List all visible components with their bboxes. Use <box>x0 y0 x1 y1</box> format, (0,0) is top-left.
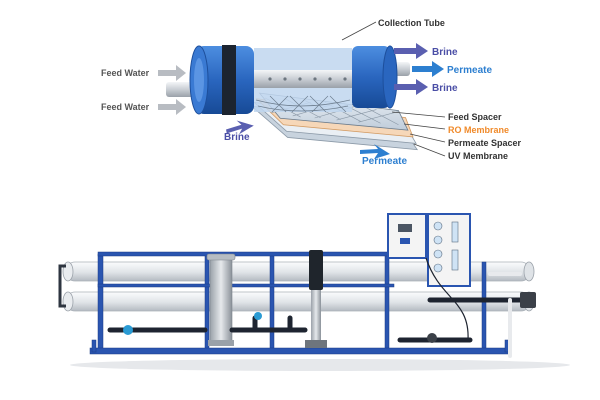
filter-base <box>208 340 234 346</box>
control-cable <box>425 257 469 341</box>
vessel-band <box>222 45 236 115</box>
permeate-label-right: Permeate <box>447 65 492 76</box>
control-panel <box>387 213 471 287</box>
panel-display <box>398 224 412 232</box>
filter-housing <box>209 255 233 345</box>
valve-reject <box>520 292 536 308</box>
valve-pump <box>254 312 262 320</box>
flow-arrows <box>158 43 444 159</box>
brine-label-left: Brine <box>224 132 250 143</box>
brine-arrow-left <box>226 120 254 135</box>
panel-cabinet <box>387 213 427 259</box>
feed-spacer-label: Feed Spacer <box>448 112 502 122</box>
valve-outlet <box>427 333 437 343</box>
vessel-left-connector <box>58 264 66 308</box>
permeate-spacer-label: Permeate Spacer <box>448 138 522 148</box>
brine-label-right: Brine <box>432 83 458 94</box>
vessel-end-cap-inner <box>194 58 204 102</box>
collection-tube-label: Collection Tube <box>378 18 445 28</box>
valve-inlet <box>123 325 133 335</box>
vessel-body-right <box>352 46 390 108</box>
pressure-vessels <box>58 261 535 312</box>
panel-switch <box>400 238 410 244</box>
brine-arrow-right <box>394 79 428 95</box>
brine-arrow-top <box>394 43 428 59</box>
collection-tube-holes <box>268 77 347 81</box>
flowmeter-gauges <box>433 221 459 273</box>
brine-label-top: Brine <box>432 47 458 58</box>
vessel-lower-left-cap <box>62 291 74 312</box>
wrap-mesh <box>255 95 351 113</box>
piping-white <box>488 272 522 358</box>
feed-water-label-1: Feed Water <box>101 68 150 78</box>
feed-arrow-2 <box>158 99 186 115</box>
filter-cap <box>206 253 236 261</box>
feed-water-label-2: Feed Water <box>101 102 150 112</box>
permeate-arrow-right <box>412 61 444 77</box>
permeate-label-bottom: Permeate <box>362 156 407 167</box>
cartridge-filter <box>206 253 236 346</box>
floor-shadow <box>70 359 570 371</box>
valves <box>123 292 536 343</box>
pump-body <box>311 290 321 342</box>
vessel-right-cap <box>382 45 398 109</box>
blue-frame <box>89 251 511 355</box>
leader-lines <box>341 21 446 157</box>
pump-motor <box>309 250 323 290</box>
pump-base <box>305 340 327 348</box>
ro-system-illustration <box>58 213 570 371</box>
permeate-arrow-bottom <box>360 144 390 159</box>
high-pressure-pump <box>305 250 327 348</box>
ro-membrane-label: RO Membrane <box>448 125 509 135</box>
membrane-cutaway: Collection Tube Brine Permeate Brine Fee… <box>101 18 522 167</box>
vessel-upper-right-cap <box>523 261 535 282</box>
collection-tube <box>254 70 352 88</box>
uv-membrane-label: UV Membrane <box>448 151 508 161</box>
feed-arrow-1 <box>158 65 186 81</box>
